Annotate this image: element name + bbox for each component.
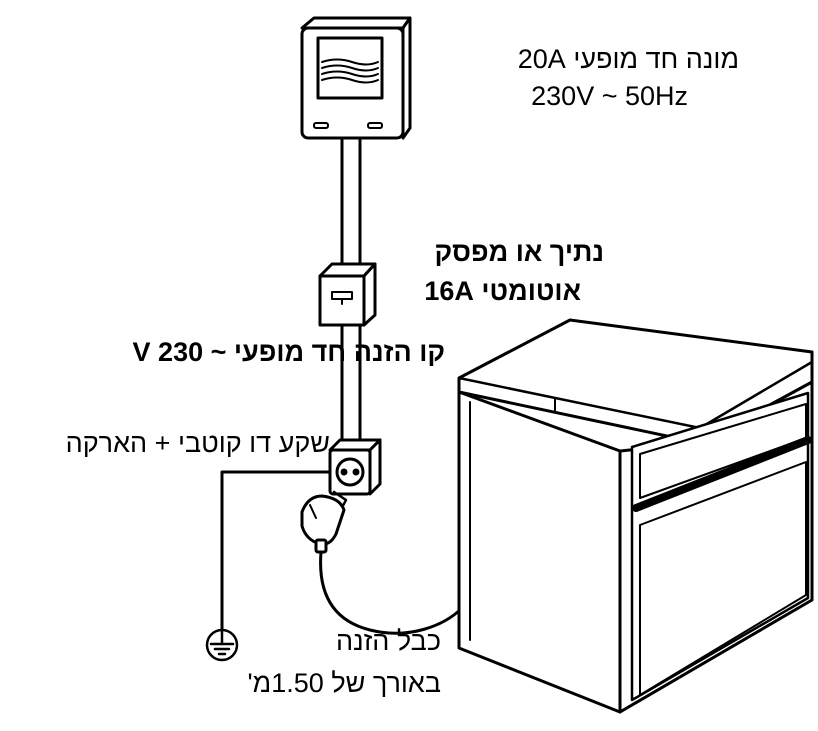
- breaker-label-line2: אוטומטי 16A: [424, 276, 581, 306]
- conduit-upper: [340, 136, 362, 267]
- cable-label-line1: כבל הזנה: [335, 626, 441, 656]
- supply-line-label: קו הזנה חד מופעי ~ 230 V: [132, 337, 445, 367]
- wall-socket-icon: [328, 438, 382, 496]
- ground-wire: [220, 470, 332, 637]
- socket-label: שקע דו קוטבי + הארקה: [65, 428, 330, 458]
- breaker-label-line1: נתיך או מפסק: [434, 237, 604, 267]
- ground-symbol-icon: [205, 628, 239, 662]
- electric-meter-icon: [300, 16, 412, 140]
- cable-label-line2: באורך של 1.50מ': [247, 668, 441, 698]
- built-in-oven-icon: [457, 318, 814, 714]
- conduit-lower: [340, 323, 362, 450]
- circuit-breaker-icon: [318, 262, 377, 327]
- power-cable: [319, 550, 464, 635]
- meter-label-line2: 230V ~ 50Hz: [531, 81, 688, 111]
- meter-label-line1: מונה חד מופעי 20A: [517, 44, 739, 74]
- plug-icon: [300, 490, 348, 554]
